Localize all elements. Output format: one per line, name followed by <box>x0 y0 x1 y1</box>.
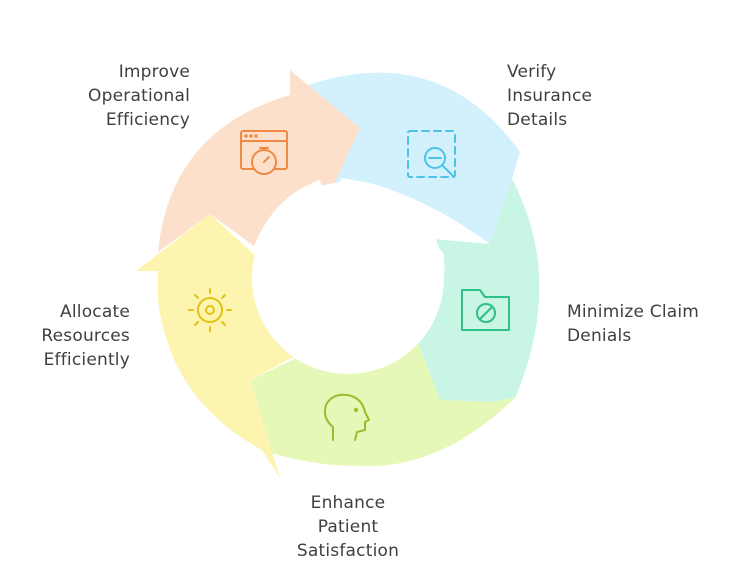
label-line: Resources <box>41 326 130 346</box>
segment-enhance-satisfaction <box>250 318 515 478</box>
stopwatch-window-icon <box>240 130 288 175</box>
label-improve-efficiency: Improve Operational Efficiency <box>40 60 190 132</box>
label-line: Allocate <box>60 302 130 322</box>
segment-verify-insurance <box>305 72 530 246</box>
label-line: Satisfaction <box>296 541 400 561</box>
segment-allocate-resources <box>136 214 295 478</box>
label-line: Insurance <box>507 86 593 106</box>
search-frame-icon <box>407 130 456 178</box>
cycle-center <box>252 182 444 374</box>
label-line: Improve <box>118 62 190 82</box>
sun-icon <box>188 288 232 332</box>
label-line: Efficiency <box>105 110 190 130</box>
label-line: Efficiently <box>43 350 130 370</box>
label-line: Verify <box>507 62 557 82</box>
label-line: Patient <box>317 517 379 537</box>
label-line: Operational <box>88 86 190 106</box>
label-line: Minimize Claim <box>567 302 700 322</box>
head-profile-icon <box>323 393 370 441</box>
label-line: Details <box>507 110 568 130</box>
label-line: Denials <box>567 326 632 346</box>
label-verify-insurance: Verify Insurance Details <box>507 60 592 132</box>
folder-blocked-icon <box>461 289 510 331</box>
label-minimize-denials: Minimize Claim Denials <box>567 300 699 348</box>
label-allocate-resources: Allocate Resources Efficiently <box>10 300 130 372</box>
label-enhance-satisfaction: Enhance Patient Satisfaction <box>268 491 428 563</box>
label-line: Enhance <box>310 493 386 513</box>
